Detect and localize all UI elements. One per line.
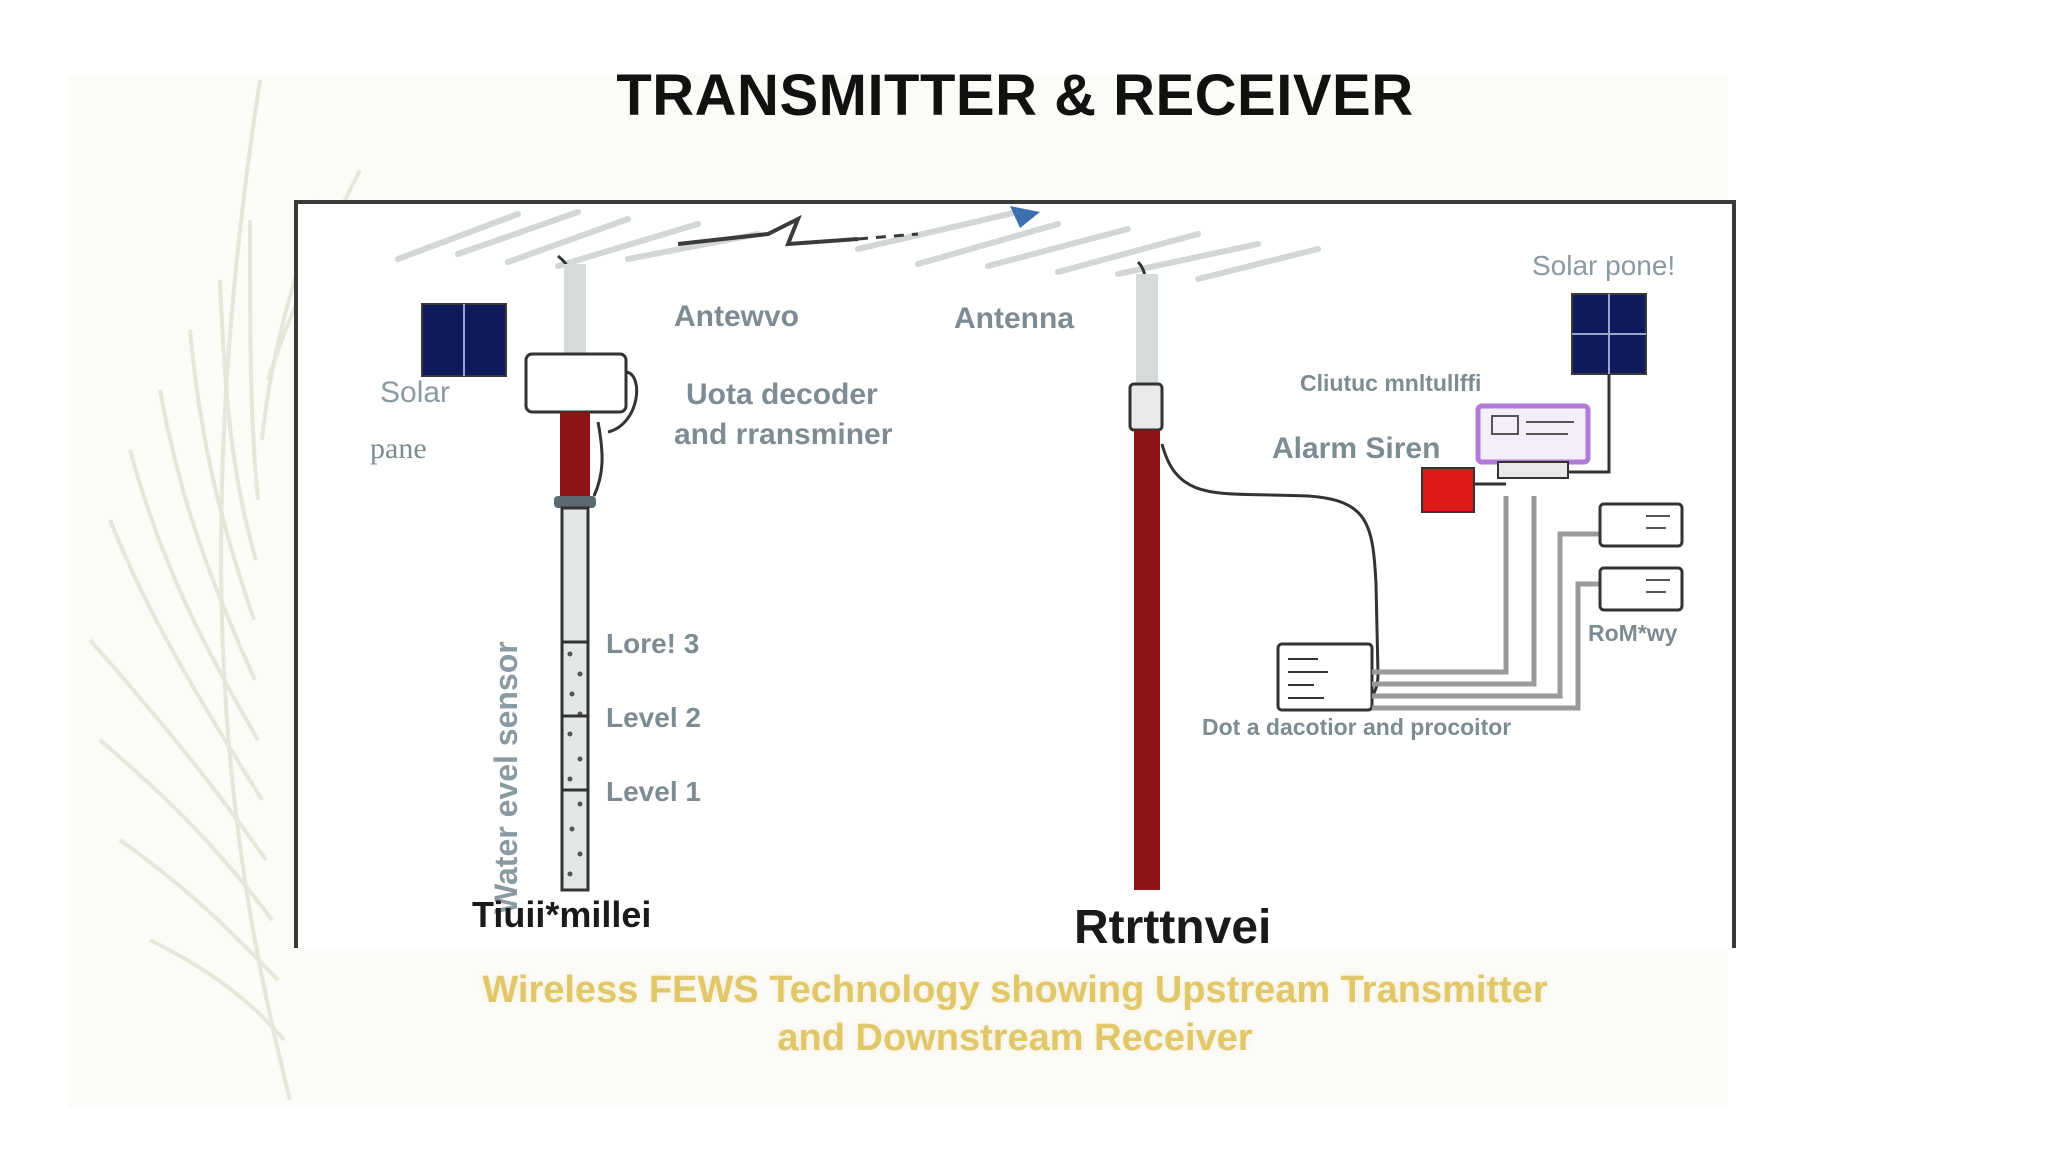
slide-title: TRANSMITTER & RECEIVER (616, 63, 1414, 128)
data-processor-label: Dot a dacotior and procoitor (1202, 714, 1512, 740)
level-1-label: Level 1 (606, 776, 701, 807)
decoder-label-line2: and rransminer (674, 418, 893, 451)
fews-diagram (395, 206, 1684, 892)
diagram-frame: Antewvo Solar pane Uota decoder and rran… (294, 200, 1736, 954)
antenna-elements (395, 209, 1321, 282)
charge-controller (1475, 403, 1591, 479)
figure-caption: Wireless FEWS Technology showing Upstrea… (0, 966, 2030, 1062)
transmitter-station-label: Tiuii*millei (472, 894, 652, 935)
receiver-solar-label: Solar pone! (1532, 250, 1676, 281)
relay-label: RoM*wy (1588, 620, 1678, 646)
controller-label: Cliutuc mnltullffi (1300, 370, 1482, 396)
receiver-red-pole (1134, 430, 1160, 890)
level-2-label: Level 2 (606, 702, 701, 733)
transmitter-red-pole (560, 412, 590, 496)
signal-arrow-icon (1010, 206, 1040, 228)
wireless-signal (677, 214, 859, 247)
level-3-label: Lore! 3 (606, 628, 700, 659)
receiver-solar-panel (1571, 293, 1647, 375)
relay-boxes (1598, 502, 1684, 612)
alarm-siren-label: Alarm Siren (1272, 432, 1441, 465)
transmitter-solar-panel (421, 303, 507, 377)
data-processor-box (1276, 642, 1374, 712)
alarm-siren (1421, 467, 1475, 513)
caption-line-1: Wireless FEWS Technology showing Upstrea… (482, 969, 1548, 1011)
caption-line-2: and Downstream Receiver (777, 1017, 1253, 1059)
receiver-station-label: Rtrttnvei (1074, 901, 1272, 954)
decoder-box (524, 352, 628, 414)
receiver-station (1128, 260, 1684, 890)
water-level-sensor (560, 506, 590, 892)
transmitter-solar-label: Solar (380, 376, 451, 409)
water-level-sensor-label: Water evel sensor (488, 641, 524, 914)
transmitter-station (421, 254, 639, 892)
transmitter-solar-label-line2: pane (370, 432, 427, 465)
receiver-antenna-label: Antenna (954, 302, 1074, 335)
transmitter-antenna-label: Antewvo (674, 300, 800, 333)
decoder-label: Uota decoder (686, 378, 878, 411)
